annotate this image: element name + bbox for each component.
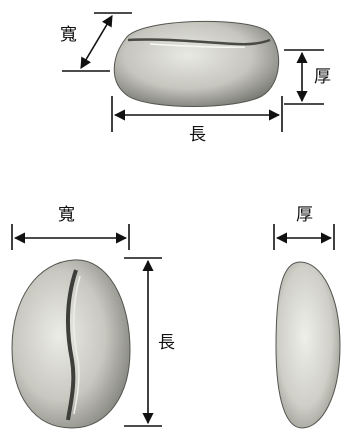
width-label-front: 寬 [58,205,75,225]
front-view: 寬 長 [12,205,175,428]
length-label-front: 長 [158,333,175,353]
width-label-top: 寬 [60,25,77,45]
top-view: 寬 厚 長 [60,13,331,145]
thickness-label-top: 厚 [314,67,331,87]
side-view: 厚 [274,205,340,428]
bean-top-view [114,21,278,106]
length-label-top: 長 [189,125,206,145]
thickness-label-side: 厚 [296,205,313,225]
bean-side-view [276,262,340,428]
width-dimension-arrow [81,16,112,68]
